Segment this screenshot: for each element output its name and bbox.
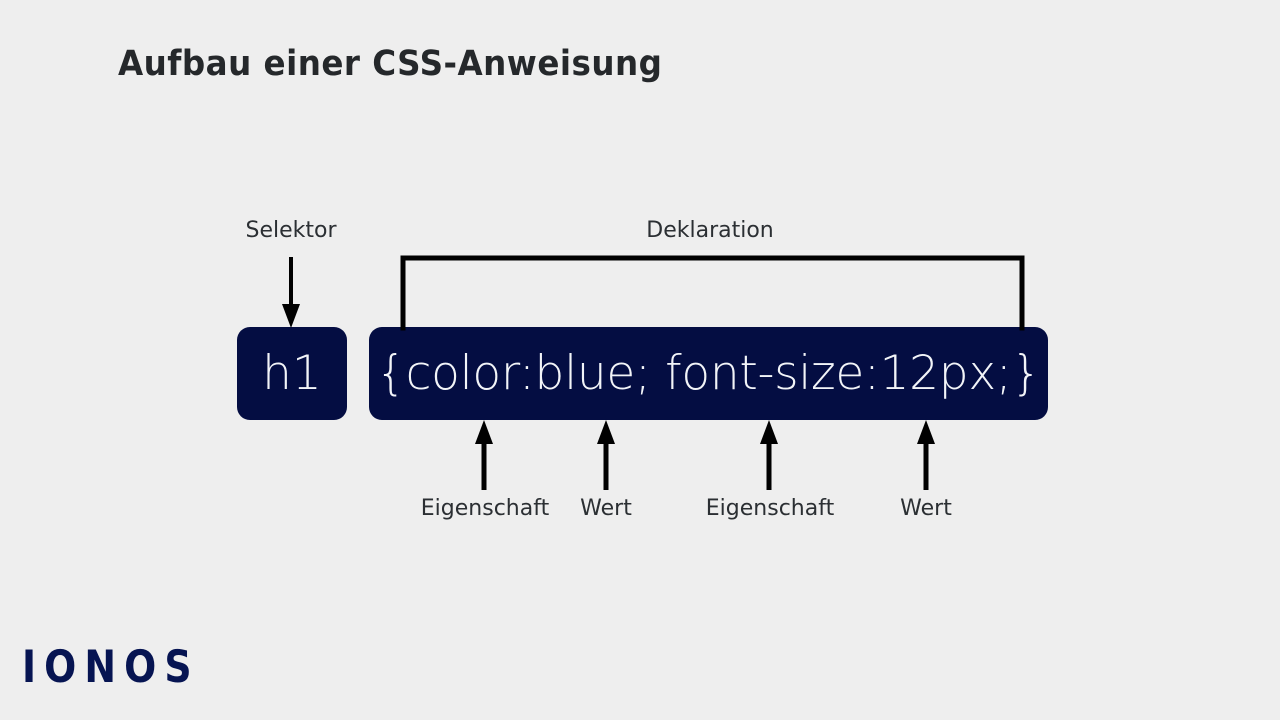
label-deklaration: Deklaration <box>646 218 774 243</box>
selector-code-box: h1 <box>237 327 347 420</box>
deklaration-bracket <box>400 255 1025 331</box>
declaration-code-text: {color:blue; font-size:12px;} <box>376 346 1041 401</box>
declaration-code-box: {color:blue; font-size:12px;} <box>369 327 1048 420</box>
callout-arrow-eigenschaft-2 <box>760 420 778 490</box>
selector-code-text: h1 <box>262 346 322 401</box>
label-selektor: Selektor <box>245 218 337 243</box>
callout-arrow-eigenschaft-1 <box>475 420 493 490</box>
callout-label-wert-1: Wert <box>580 496 632 521</box>
callout-label-eigenschaft-1: Eigenschaft <box>420 496 550 521</box>
ionos-logo: IONOS <box>22 641 200 693</box>
selektor-arrow-down <box>282 257 300 328</box>
callout-label-wert-2: Wert <box>900 496 952 521</box>
callout-label-eigenschaft-2: Eigenschaft <box>705 496 835 521</box>
callout-arrow-wert-2 <box>917 420 935 490</box>
callout-arrow-wert-1 <box>597 420 615 490</box>
page-title: Aufbau einer CSS-Anweisung <box>118 44 663 84</box>
